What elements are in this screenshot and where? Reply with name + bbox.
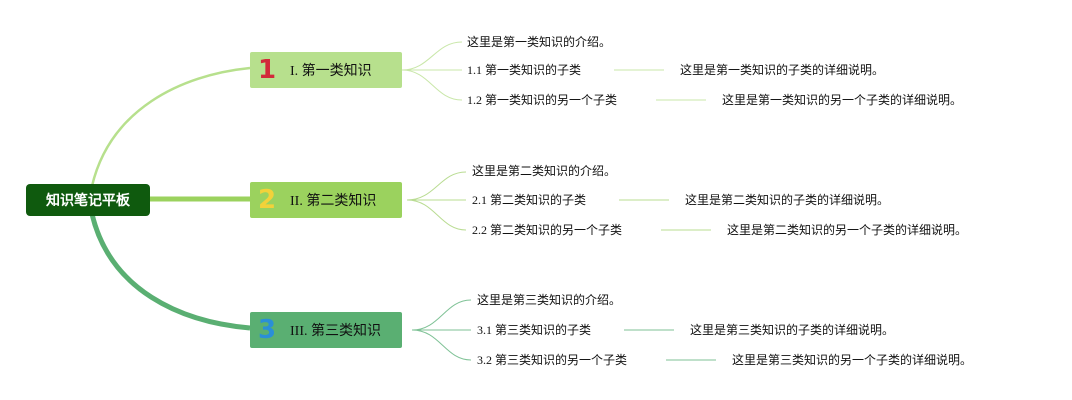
branch3-sub2-label[interactable]: 3.2 第三类知识的另一个子类 <box>477 353 628 367</box>
branch3-fan <box>411 299 716 361</box>
branch-label-3: III. 第三类知识 <box>290 324 381 339</box>
number-3-icon: 3 <box>257 315 277 345</box>
branch2-sub1-label[interactable]: 2.1 第二类知识的子类 <box>472 193 587 207</box>
connector-root-branch3 <box>89 213 251 331</box>
branch1-sub2-label[interactable]: 1.2 第一类知识的另一个子类 <box>467 93 618 107</box>
branch1-sub1-label[interactable]: 1.1 第一类知识的子类 <box>467 63 582 77</box>
branch-node-2[interactable]: 2 II. 第二类知识 <box>250 182 402 218</box>
branch3-sub1-desc[interactable]: 这里是第三类知识的子类的详细说明。 <box>690 323 895 337</box>
branch2-intro[interactable]: 这里是第二类知识的介绍。 <box>472 164 617 178</box>
branch1-sub2-desc[interactable]: 这里是第一类知识的另一个子类的详细说明。 <box>722 93 963 107</box>
branch3-sub2-desc[interactable]: 这里是第三类知识的另一个子类的详细说明。 <box>732 353 973 367</box>
root-node[interactable]: 知识笔记平板 <box>26 184 150 216</box>
branch3-intro[interactable]: 这里是第三类知识的介绍。 <box>477 293 622 307</box>
branch2-sub2-desc[interactable]: 这里是第二类知识的另一个子类的详细说明。 <box>727 223 968 237</box>
branch-node-3[interactable]: 3 III. 第三类知识 <box>250 312 402 348</box>
branch3-sub1-label[interactable]: 3.1 第三类知识的子类 <box>477 323 592 337</box>
number-1-icon: 1 <box>257 55 277 85</box>
branch1-fan <box>401 41 706 101</box>
branch-label-1: I. 第一类知识 <box>290 64 372 79</box>
branch-node-1[interactable]: 1 I. 第一类知识 <box>250 52 402 88</box>
branch2-sub1-desc[interactable]: 这里是第二类知识的子类的详细说明。 <box>685 193 890 207</box>
branch2-fan <box>406 171 711 231</box>
branch-label-2: II. 第二类知识 <box>290 194 377 209</box>
branch2-sub2-label[interactable]: 2.2 第二类知识的另一个子类 <box>472 223 623 237</box>
number-2-icon: 2 <box>257 185 277 215</box>
branch1-sub1-desc[interactable]: 这里是第一类知识的子类的详细说明。 <box>680 63 885 77</box>
connector-root-branch1 <box>90 66 251 187</box>
branch1-intro[interactable]: 这里是第一类知识的介绍。 <box>467 35 612 49</box>
root-label: 知识笔记平板 <box>46 193 130 209</box>
